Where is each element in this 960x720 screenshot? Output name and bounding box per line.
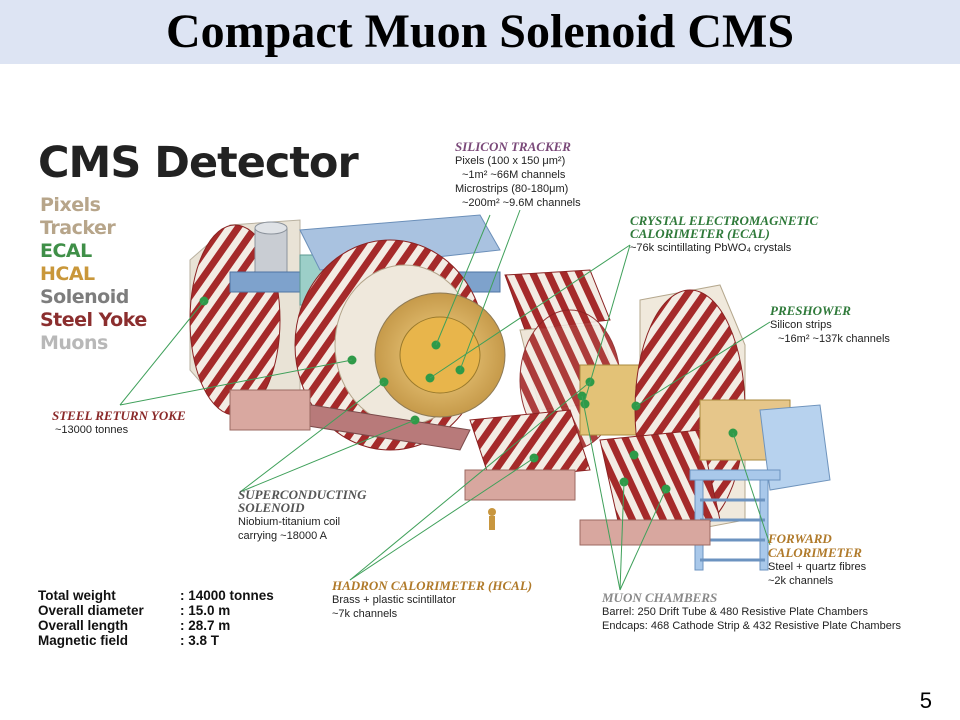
person-scale-figure — [488, 508, 496, 530]
callout-hcal-title: HADRON CALORIMETER (HCAL) — [332, 578, 533, 593]
legend-hcal: HCAL — [40, 263, 95, 285]
callout-ecal-title-2: CALORIMETER (ECAL) — [630, 226, 770, 241]
callout-silicon-tracker-line-1: Pixels (100 x 150 μm²) — [455, 155, 566, 167]
spec-value: : 15.0 m — [180, 603, 231, 618]
spec-label: Overall length — [38, 618, 129, 633]
callout-solenoid-line-1: Niobium-titanium coil — [238, 516, 341, 528]
spec-value: : 14000 tonnes — [180, 588, 274, 603]
diagram-heading: CMS Detector — [38, 138, 359, 188]
legend: Pixels Tracker ECAL HCAL Solenoid Steel … — [40, 194, 147, 355]
legend-tracker: Tracker — [40, 217, 116, 239]
spec-value: : 3.8 T — [180, 633, 220, 648]
callout-ecal-title-1: CRYSTAL ELECTROMAGNETIC — [630, 213, 819, 228]
callout-muon-title: MUON CHAMBERS — [602, 590, 718, 605]
callout-silicon-tracker-line-2: ~1m² ~66M channels — [462, 169, 566, 181]
middle-wheels — [464, 269, 651, 501]
spec-label: Magnetic field — [38, 633, 129, 648]
callout-silicon-tracker-line-3: Microstrips (80-180μm) — [455, 183, 569, 195]
callout-forward-cal-line-1: Steel + quartz fibres — [768, 561, 867, 573]
callout-preshower-title: PRESHOWER — [770, 303, 851, 318]
spec-label: Overall diameter — [38, 603, 144, 618]
callout-silicon-tracker-title: SILICON TRACKER — [455, 139, 571, 154]
legend-ecal: ECAL — [40, 240, 92, 262]
callout-solenoid-line-2: carrying ~18000 A — [238, 530, 327, 542]
callout-muon-line-2: Endcaps: 468 Cathode Strip & 432 Resisti… — [602, 620, 901, 632]
callout-ecal-line-1: ~76k scintillating PbWO₄ crystals — [630, 242, 792, 254]
specs-row: Overall length : 28.7 m — [38, 618, 274, 633]
callout-forward-cal-line-2: ~2k channels — [768, 575, 834, 587]
title-bar — [0, 0, 960, 64]
callout-forward-cal-title-2: CALORIMETER — [768, 545, 862, 560]
legend-solenoid: Solenoid — [40, 286, 129, 308]
spec-value: : 28.7 m — [180, 618, 231, 633]
callout-solenoid-title-1: SUPERCONDUCTING — [238, 487, 367, 502]
callout-forward-cal-title-1: FORWARD — [768, 531, 832, 546]
page-number: 5 — [919, 688, 932, 713]
leader-lines — [119, 209, 771, 591]
central-barrel — [229, 239, 506, 451]
callout-steel-yoke-title: STEEL RETURN YOKE — [52, 408, 186, 423]
legend-steel-yoke: Steel Yoke — [40, 309, 147, 331]
spec-label: Total weight — [38, 588, 116, 603]
callout-hcal-line-1: Brass + plastic scintillator — [332, 594, 456, 606]
callout-steel-yoke-line-1: ~13000 tonnes — [55, 424, 129, 436]
legend-pixels: Pixels — [40, 194, 101, 216]
slide-title: Compact Muon Solenoid CMS — [165, 5, 795, 58]
specs-row: Overall diameter : 15.0 m — [38, 603, 274, 618]
callout-silicon-tracker-line-4: ~200m² ~9.6M channels — [462, 197, 581, 209]
callout-solenoid-title-2: SOLENOID — [238, 500, 305, 515]
callout-preshower-line-1: Silicon strips — [770, 319, 832, 331]
callout-preshower-line-2: ~16m² ~137k channels — [778, 333, 890, 345]
legend-muons: Muons — [40, 332, 108, 354]
callout-muon-line-1: Barrel: 250 Drift Tube & 480 Resistive P… — [602, 606, 868, 618]
callout-hcal-line-2: ~7k channels — [332, 608, 398, 620]
specs-row: Total weight : 14000 tonnes — [38, 588, 274, 603]
specs-table: Total weight : 14000 tonnes Overall diame… — [38, 588, 274, 648]
specs-row: Magnetic field : 3.8 T — [38, 633, 274, 648]
